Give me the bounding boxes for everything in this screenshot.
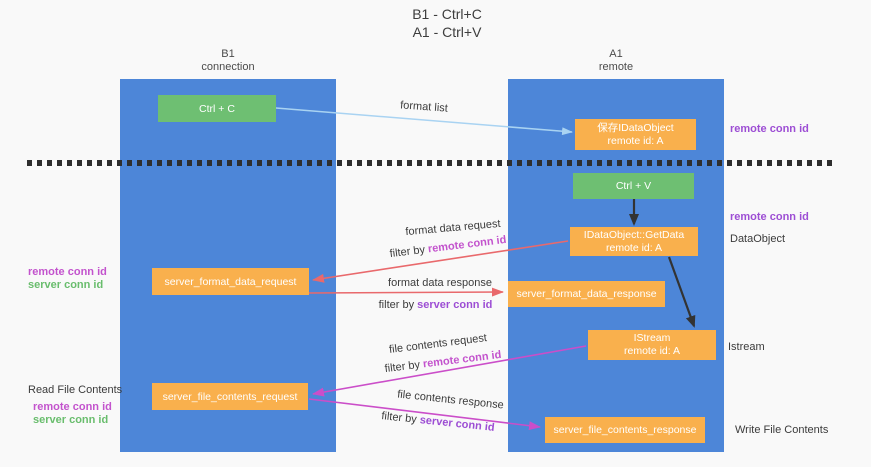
title-line-a1: A1 - Ctrl+V [412, 24, 482, 40]
arrow-format-data-request [312, 240, 569, 283]
title-line-b1: B1 - Ctrl+C [412, 6, 482, 22]
diagram-title: B1 - Ctrl+C A1 - Ctrl+V [297, 5, 597, 41]
node-server-format-data-response: server_format_data_response [508, 281, 665, 307]
node-save-idataobject: 保存IDataObject remote id: A [575, 119, 696, 150]
node-ctrl-v: Ctrl + V [573, 173, 694, 199]
filter-by-text: filter by [378, 299, 415, 311]
node-istream: IStream remote id: A [588, 330, 716, 360]
ctrl-c-label: Ctrl + C [199, 102, 235, 115]
lane-header-b1: B1 connection [120, 48, 336, 74]
istream-title: IStream [633, 332, 671, 344]
lane-b1-name: B1 [221, 48, 235, 60]
arrow-file-contents-response [308, 398, 541, 431]
node-server-format-data-request: server_format_data_request [152, 268, 309, 295]
node-server-file-contents-request: server_file_contents_request [152, 383, 308, 410]
server-format-data-response-label: server_format_data_response [516, 288, 657, 300]
left-label-read-file-contents: Read File Contents [28, 384, 123, 396]
right-label-dataobject: DataObject [730, 233, 786, 245]
getdata-title: IDataObject::GetData [583, 228, 685, 241]
getdata-remote-id: remote id: A [605, 241, 663, 254]
server-file-contents-request-label: server_file_contents_request [162, 390, 298, 403]
node-idataobject-getdata: IDataObject::GetData remote id: A [570, 227, 698, 256]
right-label-remote-conn-id-mid: remote conn id [730, 211, 809, 223]
server-format-data-request-label: server_format_data_request [164, 275, 297, 288]
left-label-remote-conn-id-mid: remote conn id [28, 266, 107, 278]
node-ctrl-c: Ctrl + C [158, 95, 276, 122]
lane-b1-role: connection [201, 61, 255, 73]
right-label-write-file-contents: Write File Contents [735, 424, 829, 436]
save-idataobject-remote-id: remote id: A [607, 134, 664, 147]
istream-remote-id: remote id: A [623, 345, 681, 357]
arrow-file-contents-request [312, 345, 587, 397]
save-idataobject-title: 保存IDataObject [597, 121, 674, 134]
lane-header-a1: A1 remote [508, 48, 724, 74]
node-server-file-contents-response: server_file_contents_response [545, 417, 705, 443]
lane-a1-name: A1 [609, 48, 623, 60]
right-label-remote-conn-id-top: remote conn id [730, 123, 809, 135]
server-conn-id-text: server conn id [417, 299, 493, 311]
arrow-getdata-to-istream [667, 256, 696, 328]
lane-a1-role: remote [598, 61, 634, 73]
arrow-format-data-response [308, 287, 504, 297]
right-label-istream: Istream [728, 341, 765, 353]
left-label-server-conn-id-bottom: server conn id [33, 414, 109, 426]
server-file-contents-response-label: server_file_contents_response [553, 424, 697, 436]
edge-label-format-data-response: format data response [388, 277, 492, 289]
left-label-server-conn-id-mid: server conn id [28, 279, 104, 291]
left-label-remote-conn-id-bottom: remote conn id [33, 401, 112, 413]
edge-label-filter-by-server-1: filter by server conn id [373, 299, 498, 311]
arrow-format-list [275, 107, 573, 136]
ctrl-v-label: Ctrl + V [615, 180, 652, 192]
